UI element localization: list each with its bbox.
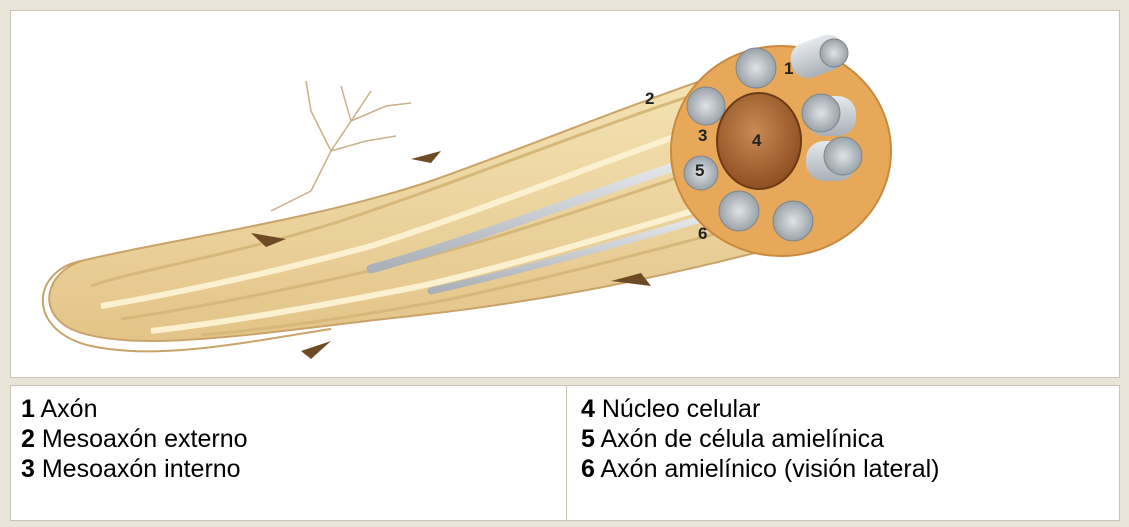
legend-text: Axón xyxy=(40,395,97,423)
marker-2: 2 xyxy=(645,89,654,108)
legend-column-left: 1 Axón 2 Mesoaxón externo 3 Mesoaxón int… xyxy=(21,394,248,484)
marker-3: 3 xyxy=(698,126,707,145)
legend-item-5: 5 Axón de célula amielínica xyxy=(581,424,940,454)
legend-number: 4 xyxy=(581,395,595,423)
legend-text: Axón amielínico (visión lateral) xyxy=(600,455,939,483)
legend-item-1: 1 Axón xyxy=(21,394,248,424)
legend-text: Núcleo celular xyxy=(602,395,760,423)
legend-number: 3 xyxy=(21,455,35,483)
marker-4: 4 xyxy=(752,131,762,150)
legend-column-right: 4 Núcleo celular 5 Axón de célula amielí… xyxy=(581,394,940,484)
legend-item-3: 3 Mesoaxón interno xyxy=(21,454,248,484)
marker-6: 6 xyxy=(698,224,707,243)
marker-5: 5 xyxy=(695,161,704,180)
legend-item-6: 6 Axón amielínico (visión lateral) xyxy=(581,454,940,484)
legend-text: Axón de célula amielínica xyxy=(600,425,884,453)
legend-divider xyxy=(566,386,567,520)
legend-number: 5 xyxy=(581,425,595,453)
legend-table: 1 Axón 2 Mesoaxón externo 3 Mesoaxón int… xyxy=(10,385,1120,521)
legend-item-2: 2 Mesoaxón externo xyxy=(21,424,248,454)
branch-fibers xyxy=(271,81,411,211)
diagram-cell: 1 2 3 4 5 6 xyxy=(10,10,1120,378)
legend-text: Mesoaxón interno xyxy=(42,455,241,483)
legend-text: Mesoaxón externo xyxy=(42,425,248,453)
marker-1: 1 xyxy=(784,59,793,78)
legend-item-4: 4 Núcleo celular xyxy=(581,394,940,424)
legend-number: 1 xyxy=(21,395,35,423)
legend-number: 2 xyxy=(21,425,35,453)
legend-number: 6 xyxy=(581,455,595,483)
schwann-cell-diagram: 1 2 3 4 5 6 xyxy=(11,11,1119,377)
